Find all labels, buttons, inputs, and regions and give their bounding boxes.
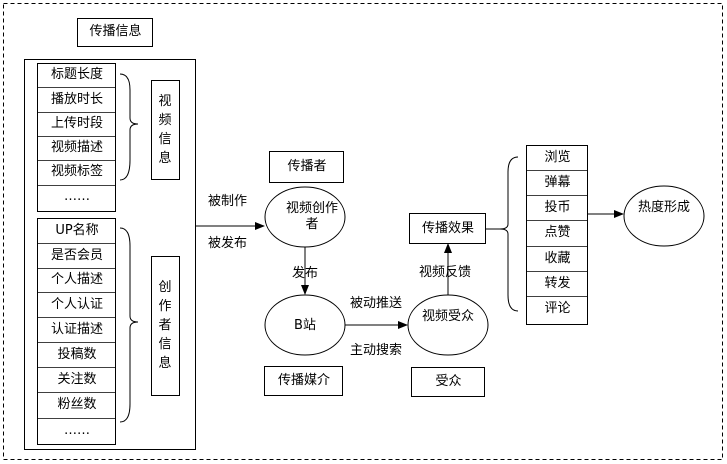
label-publish: 发布 <box>292 266 319 281</box>
creator-attr-item: 认证描述 <box>50 322 103 337</box>
creator-attr-item: 投稿数 <box>57 347 97 362</box>
bilibili-role-label: 传播媒介 <box>277 373 330 388</box>
bilibili-role-box <box>264 366 343 396</box>
creator-attr-item: 关注数 <box>57 372 97 387</box>
metrics-brace <box>499 156 519 312</box>
creator-attr-ellipsis: …… <box>64 423 90 438</box>
creator-attr-item: 个人认证 <box>50 297 103 312</box>
video-group-box <box>151 80 180 180</box>
outer-title: 传播信息 <box>89 24 142 39</box>
label-passive-push: 被动推送 <box>350 296 403 311</box>
audience-role-box <box>411 367 485 397</box>
metrics-box <box>526 145 588 325</box>
metric-item: 浏览 <box>544 150 571 165</box>
metric-item: 点赞 <box>544 225 571 240</box>
audience-ellipse <box>407 294 489 356</box>
creator-group-label: 创作者信息 <box>158 280 172 371</box>
creator-group-box <box>151 256 180 396</box>
info-container <box>24 59 196 450</box>
video-attr-ellipsis: …… <box>64 189 90 204</box>
video-attr-item: 视频描述 <box>50 140 103 155</box>
label-feedback: 视频反馈 <box>419 265 472 280</box>
label-published: 被发布 <box>208 236 248 251</box>
video-attr-box <box>37 63 116 212</box>
creator-brace <box>119 227 139 423</box>
video-group-label: 视频信息 <box>158 94 172 166</box>
video-attr-item: 播放时长 <box>50 92 103 107</box>
metric-item: 弹幕 <box>544 175 571 190</box>
title-box <box>77 18 153 47</box>
metric-item: 评论 <box>544 301 571 316</box>
video-attr-item: 上传时段 <box>50 116 103 131</box>
creator-role-box <box>269 151 344 183</box>
label-made: 被制作 <box>208 194 248 209</box>
metric-item: 转发 <box>544 276 571 291</box>
heat-ellipse <box>623 185 705 247</box>
video-attr-item: 标题长度 <box>50 67 103 82</box>
video-brace <box>119 73 139 181</box>
audience-node-label: 视频受众 <box>421 309 474 324</box>
bilibili-node-label: B站 <box>294 318 316 333</box>
creator-attr-item: 个人描述 <box>50 272 103 287</box>
creator-attr-item: 粉丝数 <box>57 397 97 412</box>
audience-role-label: 受众 <box>435 374 462 389</box>
effect-label: 传播效果 <box>421 221 474 236</box>
label-active-search: 主动搜索 <box>350 343 403 358</box>
creator-role-label: 传播者 <box>287 159 327 174</box>
outer-dashed-border <box>3 3 723 460</box>
creator-attr-box <box>37 218 116 445</box>
creator-node-label: 视频创作者 <box>285 201 338 232</box>
heat-node-label: 热度形成 <box>637 200 690 215</box>
creator-attr-item: 是否会员 <box>50 248 103 263</box>
metric-item: 收藏 <box>544 251 571 266</box>
video-attr-item: 视频标签 <box>50 164 103 179</box>
creator-attr-item: UP名称 <box>55 223 99 238</box>
metric-item: 投币 <box>544 200 571 215</box>
